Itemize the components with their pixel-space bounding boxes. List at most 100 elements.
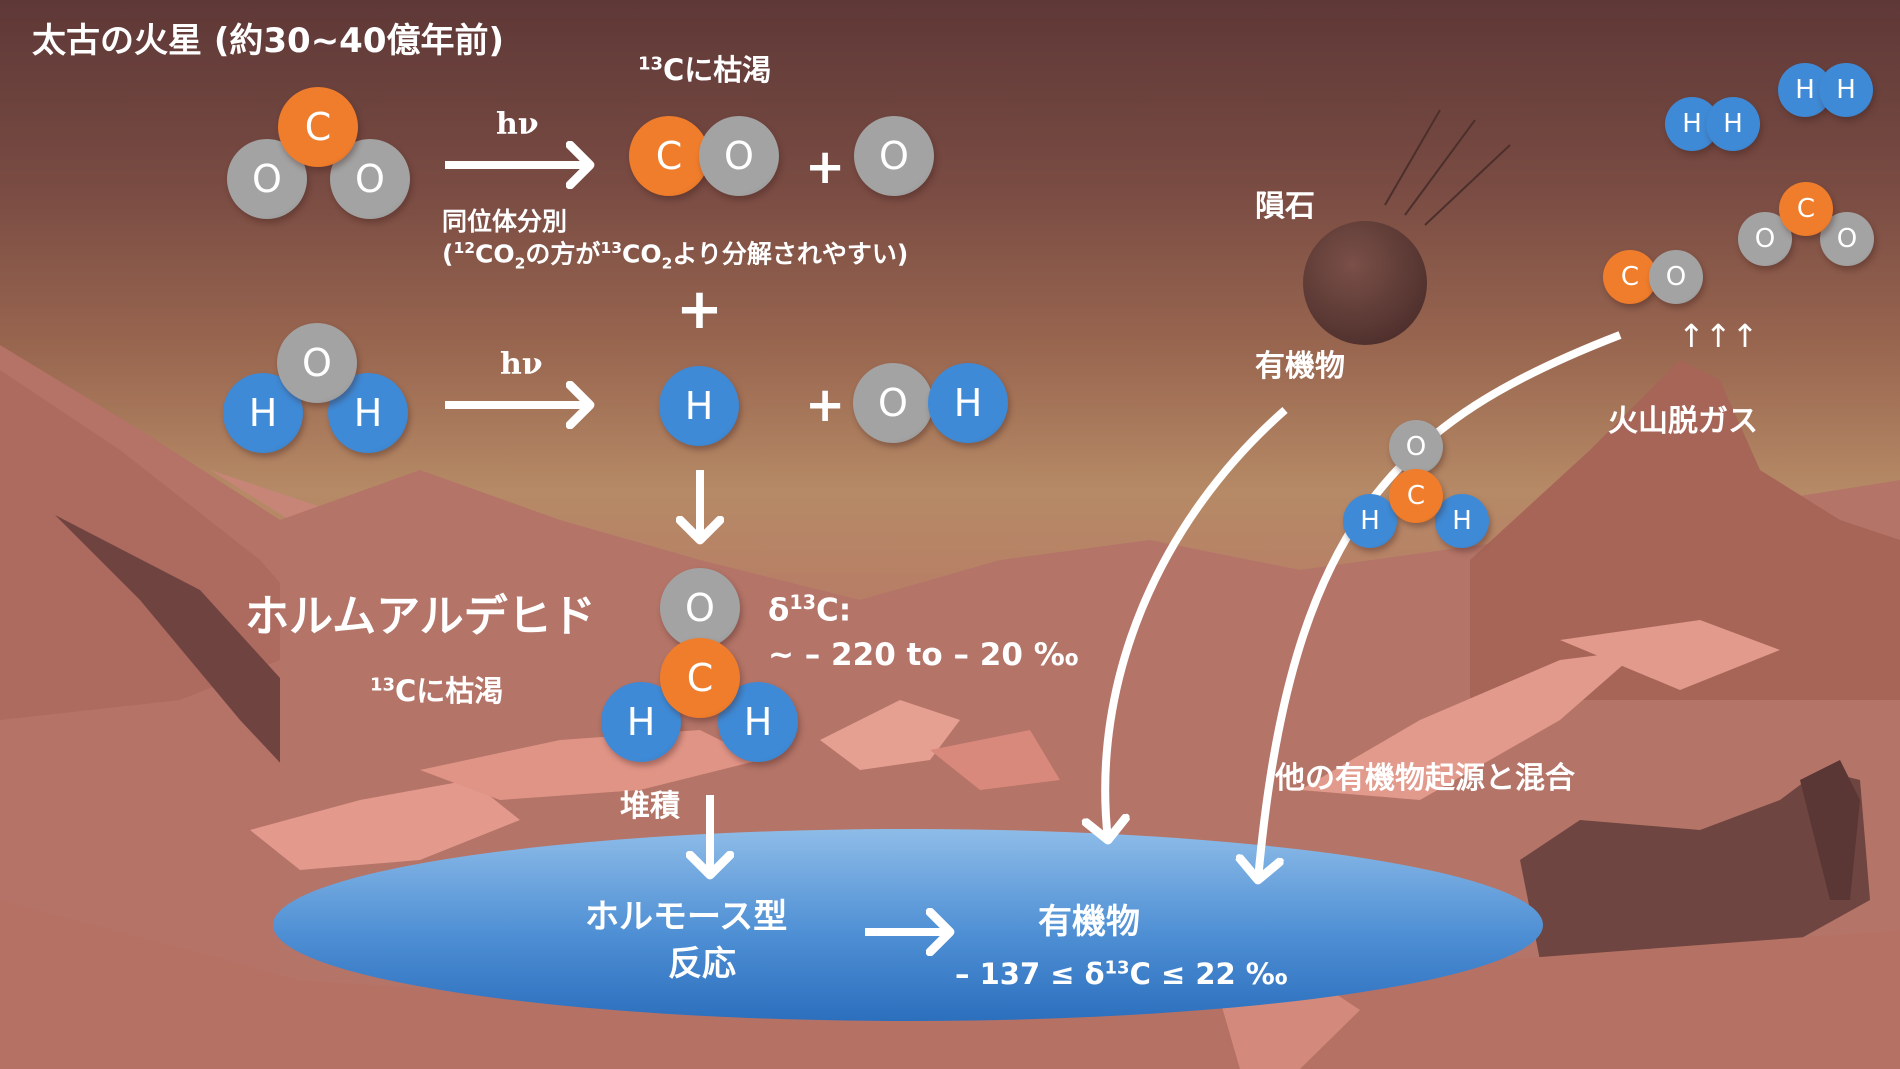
- oxygen-symbol: O: [879, 134, 909, 178]
- note-mid: の方が: [525, 239, 601, 269]
- volcanic-organics-arrow: [1258, 331, 1622, 880]
- highlight-plate: [250, 780, 520, 870]
- delta-symbol: δ: [768, 592, 790, 629]
- formaldehyde-depleted-label: 13Cに枯渇: [370, 674, 504, 708]
- carbon-atom: C: [1603, 250, 1657, 304]
- hydrogen-atom: H: [1706, 97, 1760, 151]
- lake-organics-range: – 137 ≤ δ13C ≤ 22 ‰: [955, 957, 1288, 991]
- oxygen-atom: O: [1389, 420, 1443, 474]
- isotope-superscript: 13: [370, 674, 396, 696]
- carbon-atom: C: [1389, 469, 1443, 523]
- hv-label-1: hν: [496, 107, 539, 142]
- hydrogen-atom: H: [928, 363, 1008, 443]
- meteor-trail: [1404, 119, 1476, 216]
- formaldehyde-name: ホルムアルデヒド: [245, 591, 596, 642]
- lake: [273, 829, 1543, 1021]
- carbon-symbol: C: [1406, 481, 1426, 511]
- degassing-arrows: ↑↑↑: [1678, 317, 1759, 355]
- plus-sign-1: +: [805, 139, 846, 195]
- highlight-plate: [1560, 620, 1780, 690]
- volcano: [1470, 360, 1900, 700]
- oxygen-symbol: O: [1405, 432, 1427, 462]
- right-rock: [1520, 770, 1870, 980]
- hydrogen-atom: H: [1819, 63, 1873, 117]
- fractionation-label: 同位体分別: [442, 207, 568, 236]
- paren-open: (: [442, 239, 454, 269]
- formaldehyde-delta-range: ~ – 220 to – 20 ‰: [768, 637, 1079, 673]
- hydrogen-symbol: H: [743, 700, 773, 744]
- formaldehyde-depleted-text: Cに枯渇: [395, 674, 504, 708]
- highlight-plate: [1300, 650, 1640, 800]
- oxygen-symbol: O: [1754, 224, 1776, 254]
- hydrogen-atom: H: [601, 682, 681, 762]
- carbon-atom: C: [278, 87, 358, 167]
- formaldehyde-delta-label: δ13C:: [768, 591, 852, 629]
- range-suffix: C ≤ 22 ‰: [1129, 957, 1288, 991]
- oxygen-symbol: O: [1665, 262, 1687, 292]
- hv-label-2: hν: [500, 347, 543, 382]
- oxygen-symbol: O: [302, 341, 332, 385]
- meteor-trail: [1384, 109, 1441, 206]
- hydrogen-symbol: H: [684, 384, 714, 428]
- subscript-2: 2: [514, 254, 526, 273]
- hydrogen-symbol: H: [248, 391, 278, 435]
- co-depleted-text: Cに枯渇: [663, 53, 772, 87]
- isotope-12-sup: 12: [453, 239, 476, 257]
- plus-sign-2: +: [805, 377, 846, 433]
- oxygen-symbol: O: [355, 157, 385, 201]
- meteorite-organics-label: 有機物: [1255, 349, 1345, 384]
- delta-suffix: C:: [816, 592, 852, 629]
- carbon-symbol: C: [1620, 262, 1640, 292]
- oxygen-symbol: O: [1836, 224, 1858, 254]
- isotope-superscript: 13: [789, 591, 817, 614]
- left-slope: [0, 370, 330, 720]
- hydrogen-symbol: H: [1795, 75, 1815, 105]
- formose-reaction-line2: 反応: [668, 944, 736, 984]
- subscript-2b: 2: [661, 254, 673, 273]
- hydrogen-symbol: H: [1836, 75, 1856, 105]
- isotope-superscript: 13: [638, 53, 664, 75]
- fractionation-note: (12CO2の方が13CO2より分解されやすい): [442, 239, 909, 273]
- hydrogen-atom: H: [1343, 494, 1397, 548]
- page-title: 太古の火星 (約30~40億年前): [32, 21, 505, 61]
- co-depleted-label: 13Cに枯渇: [638, 53, 772, 87]
- carbon-atom: C: [660, 638, 740, 718]
- hydrogen-atom: H: [1435, 494, 1489, 548]
- oxygen-atom: O: [699, 116, 779, 196]
- carbon-symbol: C: [1796, 194, 1816, 224]
- carbon-symbol: C: [655, 134, 683, 178]
- oxygen-atom: O: [660, 568, 740, 648]
- oxygen-atom: O: [1649, 250, 1703, 304]
- co2-text-2: CO: [622, 239, 662, 269]
- oxygen-symbol: O: [685, 586, 715, 630]
- right-rock-side: [1800, 760, 1860, 900]
- lake-organics-label: 有機物: [1038, 902, 1140, 942]
- plus-between: +: [676, 277, 723, 342]
- carbon-atom: C: [629, 116, 709, 196]
- co2-text: CO: [475, 239, 515, 269]
- meteorite: [1303, 221, 1427, 345]
- note-end: より分解されやすい): [672, 239, 909, 269]
- isotope-superscript: 13: [1104, 957, 1130, 979]
- hydrogen-atom: H: [659, 366, 739, 446]
- foreground: [0, 900, 1900, 1069]
- carbon-symbol: C: [686, 656, 714, 700]
- hydrogen-symbol: H: [1360, 506, 1380, 536]
- carbon-atom: C: [1779, 182, 1833, 236]
- isotope-13-sup: 13: [600, 239, 623, 257]
- hydrogen-symbol: H: [1452, 506, 1472, 536]
- highlight-plate: [820, 700, 960, 770]
- highlight-plate: [930, 730, 1060, 790]
- oxygen-atom: O: [854, 116, 934, 196]
- meteor-trail: [1424, 144, 1511, 226]
- highlight-plate: [420, 730, 760, 800]
- oxygen-atom: O: [277, 323, 357, 403]
- mixing-label: 他の有機物起源と混合: [1275, 761, 1575, 796]
- hydrogen-symbol: H: [1723, 109, 1743, 139]
- deposition-label: 堆積: [620, 789, 680, 824]
- hydrogen-atom: H: [328, 373, 408, 453]
- formose-reaction-line1: ホルモース型: [585, 897, 788, 937]
- volcanic-degassing-label: 火山脱ガス: [1608, 404, 1758, 439]
